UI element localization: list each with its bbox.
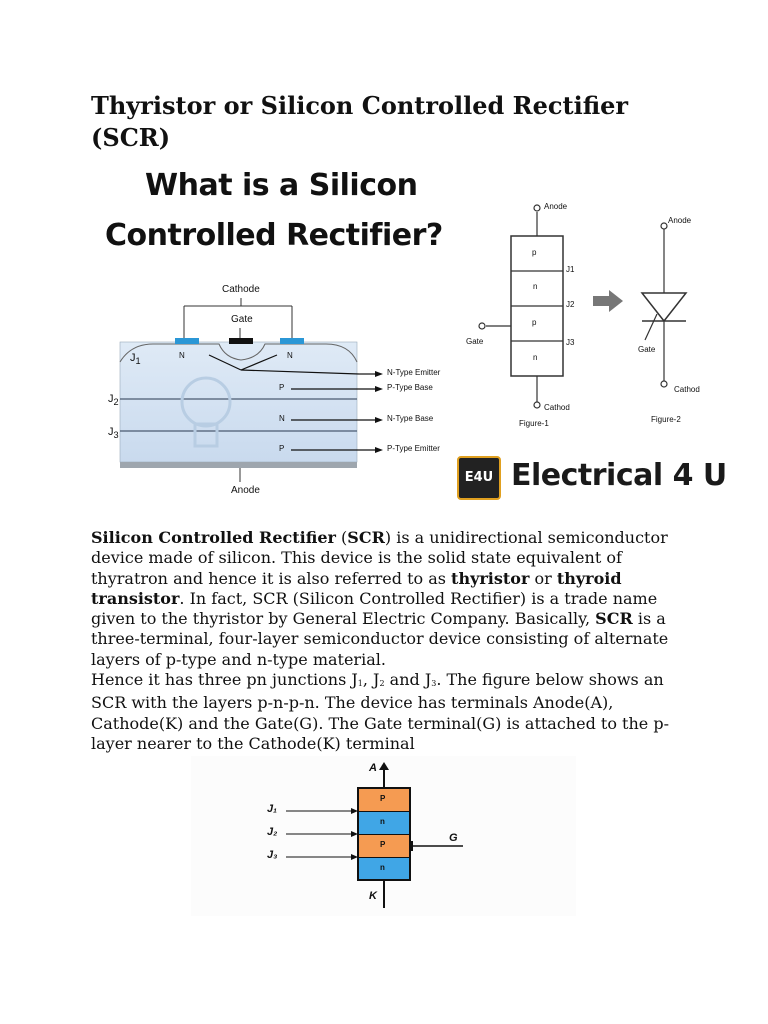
arrow-icon [593, 290, 623, 312]
layer-label-p2: P [380, 840, 386, 849]
n-type-base-label: N-Type Base [387, 414, 434, 423]
fig1-j2-label: J2 [566, 300, 575, 309]
term-thyroid-transistor: thyroid transistor [91, 568, 622, 608]
fig2-anode-label: Anode [668, 216, 692, 225]
text: . In fact, SCR (Silicon Controlled Recti… [91, 588, 658, 629]
cross-section-diagram [119, 298, 383, 482]
fig1-anode-label: Anode [544, 202, 568, 211]
junction-j3-label: J₃ [267, 849, 278, 861]
fig1-layer-4: n [533, 353, 538, 362]
layer-label-n1: n [380, 817, 385, 826]
layer-p2 [359, 835, 409, 857]
subscript: 1 [357, 679, 363, 689]
p-type-base-label: P-Type Base [387, 383, 433, 392]
term-scr: Silicon Controlled Rectifier [91, 528, 336, 547]
hero-image: What is a Silicon Controlled Rectifier? … [91, 162, 731, 507]
paragraph-2: Hence it has three pn junctions J1, J2 a… [91, 670, 691, 754]
n-type-emitter-label: N-Type Emitter [387, 368, 441, 377]
electrical4u-logo: E4U Electrical 4 U [457, 456, 727, 502]
scr-layer-figure: A K G J₁ J₂ J₃ P n P n [191, 756, 576, 916]
cathode-label: Cathode [222, 284, 260, 295]
text: ( [335, 528, 348, 547]
layer-p1 [359, 789, 409, 811]
fig1-gate-label: Gate [466, 337, 484, 346]
scr-layer-diagram [286, 762, 463, 908]
subscript: 2 [379, 679, 385, 689]
fig2-caption: Figure-2 [651, 415, 681, 424]
layer-label-n2: n [380, 863, 385, 872]
fig2-cathode-label: Cathod [674, 385, 700, 394]
chip-icon: E4U [457, 456, 501, 500]
anode-label: Anode [231, 485, 260, 496]
text: Hence it has three pn junctions J [91, 670, 358, 690]
layer-label-p1: P [380, 794, 386, 803]
layer-n-base-letter: N [279, 414, 285, 423]
junction-j3-label: J3 [108, 426, 119, 441]
fig1-j1-label: J1 [566, 265, 575, 274]
subscript: 3 [431, 679, 437, 689]
anode-a-label: A [369, 762, 377, 774]
hero-heading-line1: What is a Silicon [145, 168, 418, 203]
junction-j1-label: J1 [130, 352, 141, 367]
junction-j1-label: J₁ [267, 803, 277, 815]
text: . The figure below shows an SCR with the… [91, 670, 669, 753]
page-title: Thyristor or Silicon Controlled Rectifie… [91, 91, 629, 152]
figure2-scr-symbol [640, 222, 688, 388]
hero-diagram [119, 204, 688, 482]
junction-j2-label: J2 [108, 393, 119, 408]
layer-n1 [359, 812, 409, 834]
text: , J [362, 670, 380, 690]
layer-n2 [359, 858, 409, 879]
brand-name: Electrical 4 U [511, 458, 727, 493]
term-scr-abbr: SCR [347, 528, 385, 547]
layer-p-emitter-letter: P [279, 444, 285, 453]
hero-heading-line2: Controlled Rectifier? [105, 218, 443, 253]
n-right-label: N [287, 351, 293, 360]
figure1-layer-stack [478, 204, 564, 409]
brand-chip-text: E4U [464, 470, 494, 485]
n-left-label: N [179, 351, 185, 360]
paragraph-1: Silicon Controlled Rectifier (SCR) is a … [91, 528, 691, 670]
term-thyristor: thyristor [451, 568, 530, 588]
fig1-cathode-label: Cathod [544, 403, 570, 412]
junction-j2-label: J₂ [267, 826, 278, 838]
fig1-layer-1: p [532, 248, 537, 257]
text: and J [384, 670, 432, 690]
text: ) is a unidirectional semiconductor devi… [91, 528, 668, 588]
text: is a three-terminal, four-layer semicond… [91, 609, 669, 669]
p-type-emitter-label: P-Type Emitter [387, 444, 440, 453]
fig1-layer-3: p [532, 318, 537, 327]
text: or [529, 568, 557, 588]
article-body: Silicon Controlled Rectifier (SCR) is a … [91, 528, 691, 754]
fig1-caption: Figure-1 [519, 419, 549, 428]
cathode-k-label: K [369, 890, 377, 902]
gate-g-label: G [449, 832, 458, 844]
term-scr-abbr-2: SCR [595, 609, 633, 629]
gate-label: Gate [231, 314, 253, 325]
fig2-gate-label: Gate [638, 345, 656, 354]
fig1-j3-label: J3 [566, 338, 575, 347]
layer-p-base-letter: P [279, 383, 285, 392]
fig1-layer-2: n [533, 282, 538, 291]
